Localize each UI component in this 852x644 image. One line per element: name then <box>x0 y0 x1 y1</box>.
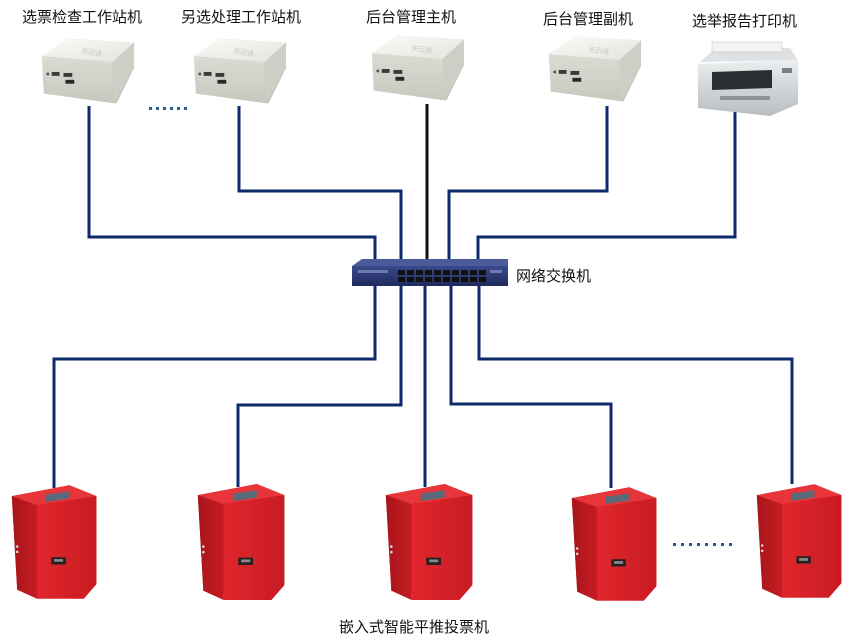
label-alt-ballot-station: 另选处理工作站机 <box>181 8 302 26</box>
cable-voter-1 <box>52 286 377 488</box>
ellipsis-bottom <box>673 543 732 546</box>
cable-voter-2 <box>236 286 403 487</box>
cable-voter-5 <box>477 286 794 484</box>
cable-voter-4 <box>449 286 613 488</box>
backend-main-host-icon <box>371 35 465 101</box>
network-switch-icon <box>352 259 508 286</box>
label-report-printer: 选举报告打印机 <box>692 12 798 30</box>
cable-backend-secondary <box>447 106 609 262</box>
report-printer-icon <box>698 41 798 116</box>
lower-cables <box>52 286 794 488</box>
upper-cables <box>87 106 737 262</box>
backend-secondary-host-icon <box>548 36 642 102</box>
cable-ballot-check <box>87 106 377 262</box>
ballot-check-station-icon <box>41 38 135 104</box>
label-backend-secondary-host: 后台管理副机 <box>543 10 634 28</box>
voting-machine-5-icon <box>756 484 842 598</box>
label-voting-machines: 嵌入式智能平推投票机 <box>339 618 490 636</box>
cable-alt-ballot <box>237 106 403 262</box>
ellipsis-top <box>149 107 187 110</box>
voting-machine-4-icon <box>571 487 657 601</box>
voting-machine-2-icon <box>197 484 285 600</box>
voting-machine-1-icon <box>11 485 97 599</box>
label-backend-main-host: 后台管理主机 <box>366 8 457 26</box>
cable-printer <box>476 110 737 262</box>
label-network-switch: 网络交换机 <box>516 267 592 285</box>
voting-machine-3-icon <box>385 484 473 600</box>
label-ballot-check-station: 选票检查工作站机 <box>22 8 143 26</box>
alt-ballot-station-icon <box>193 38 287 104</box>
